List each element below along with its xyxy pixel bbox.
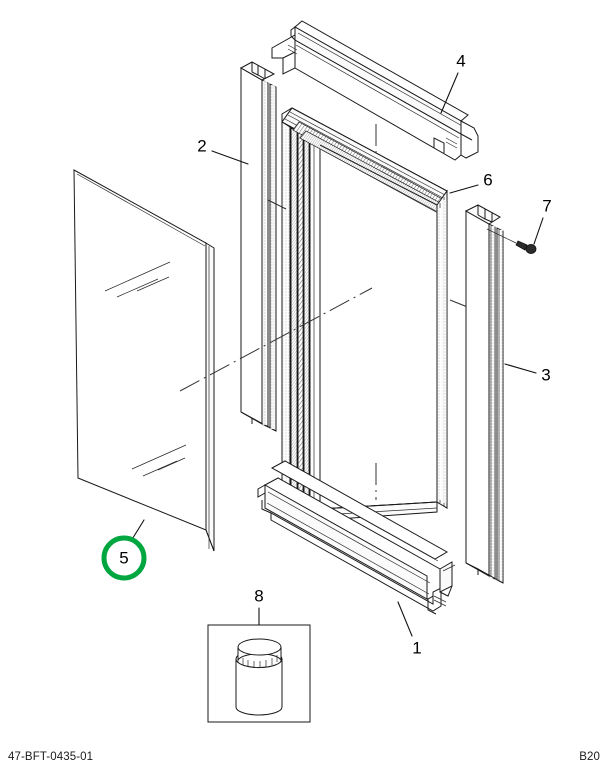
callout-1-label: 1	[412, 638, 421, 657]
callout-5[interactable]: 5	[101, 519, 147, 581]
callout-2-leader	[211, 150, 249, 165]
callout-2[interactable]: 2	[197, 136, 249, 165]
bushing-detail-box	[207, 624, 311, 723]
callout-5-highlight-circle	[101, 535, 147, 581]
callout-6-label: 6	[483, 170, 492, 189]
callout-8[interactable]: 8	[254, 586, 264, 626]
part-right-vertical-channel	[464, 204, 504, 584]
callout-1[interactable]: 1	[397, 601, 422, 657]
part-bottom-rail	[257, 460, 456, 615]
callout-3[interactable]: 3	[504, 363, 551, 384]
callout-7-leader	[533, 217, 544, 245]
callout-6-leader	[449, 184, 479, 194]
callout-5-label: 5	[119, 548, 128, 567]
callout-4-label: 4	[456, 51, 465, 70]
part-left-vertical-channel	[239, 61, 277, 432]
page-code: B20	[579, 751, 600, 763]
callout-3-leader	[504, 363, 537, 374]
part-glass-panel	[73, 169, 215, 552]
callout-7-label: 7	[542, 196, 551, 215]
bushing-knurl	[237, 655, 282, 669]
part-top-rail	[271, 20, 479, 161]
callout-1-leader	[397, 601, 413, 637]
callout-4[interactable]: 4	[440, 51, 466, 114]
drawing-number: 47-BFT-0435-01	[8, 751, 94, 763]
glass-reflection-marks	[104, 261, 187, 477]
centerline-horizontal	[179, 287, 373, 392]
callout-7[interactable]: 7	[533, 196, 552, 245]
callout-6[interactable]: 6	[449, 170, 493, 194]
part-screw	[486, 228, 537, 254]
callout-8-label: 8	[254, 586, 263, 605]
centerline-left-channel	[267, 199, 287, 210]
callout-2-label: 2	[197, 136, 206, 155]
bushing-part	[235, 638, 283, 716]
callout-layer: 1 2 3 4 5 6	[101, 51, 552, 657]
callout-3-label: 3	[541, 365, 550, 384]
part-door-frame-gasket	[281, 107, 448, 521]
callout-4-leader	[440, 72, 459, 114]
